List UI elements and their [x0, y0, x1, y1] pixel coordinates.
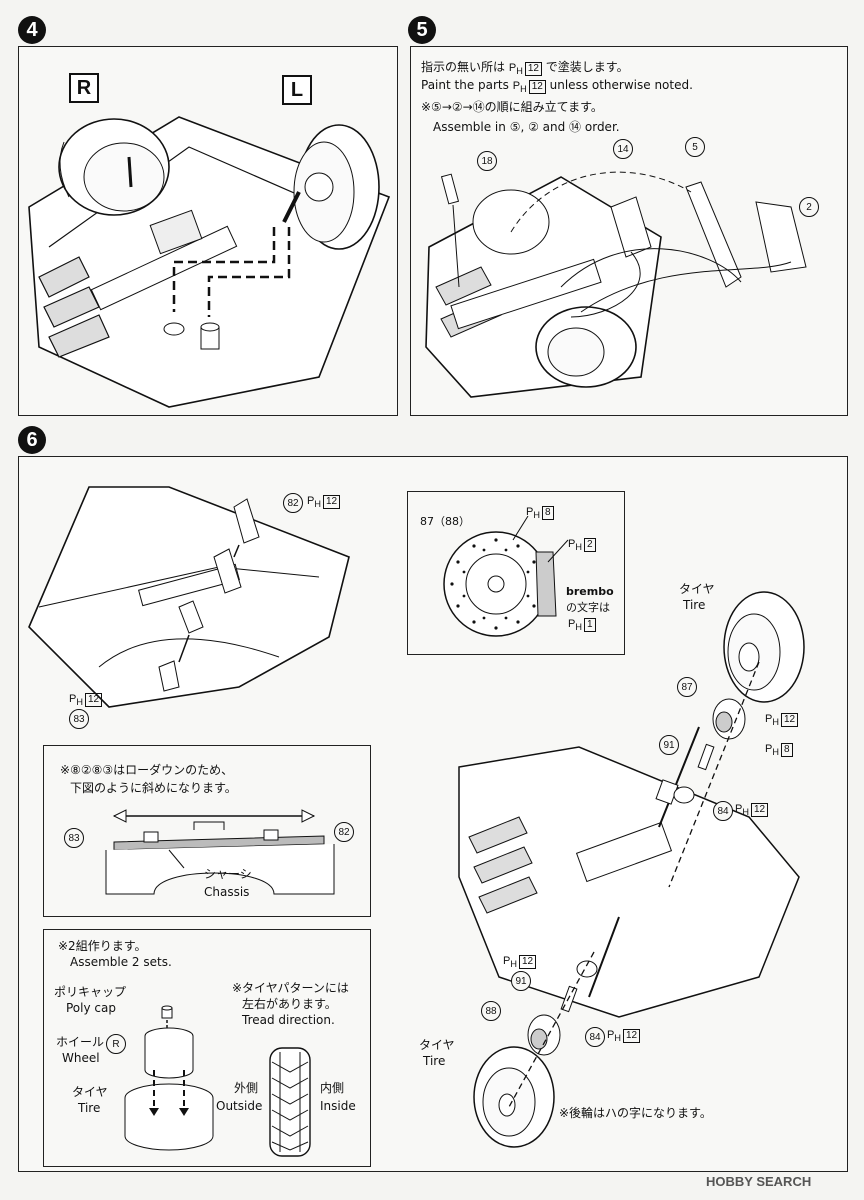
left-side-mark: L: [282, 75, 312, 105]
tire-jp-lower: タイヤ: [419, 1038, 455, 1052]
lowdown-part-83: 83: [64, 828, 84, 848]
tire-en-left: Tire: [78, 1101, 101, 1115]
wheel-en: Wheel: [62, 1051, 100, 1065]
assemble-sets-jp: ※2組作ります。: [58, 939, 147, 953]
order-note-jp: ※⑤→②→⑭の順に組み立てます。: [421, 100, 603, 114]
step-4-panel: R L: [18, 46, 398, 416]
tire-jp-upper: タイヤ: [679, 582, 715, 596]
step-6-number: 6: [18, 426, 46, 454]
wheel-r-mark: R: [106, 1034, 126, 1054]
part-83-callout: 83: [69, 709, 89, 729]
part-88-callout: 88: [481, 1001, 501, 1021]
part-18-callout: 18: [477, 151, 497, 171]
part-91-callout-lower: 91: [511, 971, 531, 991]
tire-en-upper: Tire: [683, 598, 706, 612]
tread-note-en: Tread direction.: [242, 1013, 335, 1027]
watermark: HOBBY SEARCH: [706, 1174, 812, 1189]
part-14-callout: 14: [613, 139, 633, 159]
polycap-en: Poly cap: [66, 1001, 116, 1015]
tire-jp-left: タイヤ: [72, 1085, 108, 1099]
part-87-callout: 87: [677, 677, 697, 697]
lowdown-note-line1: ※⑧②⑧③はローダウンのため、: [60, 763, 234, 777]
brake-disc-illustration: [443, 515, 569, 637]
rear-wheel-note: ※後輪はハの字になります。: [559, 1106, 712, 1120]
tread-note-jp2: 左右があります。: [242, 997, 337, 1011]
lowdown-note-box: ※⑧②⑧③はローダウンのため、 下図のように斜めになります。 83 82 シャー…: [43, 745, 371, 917]
front-axle-illustration: [28, 486, 350, 708]
part-84-callout-upper: 84: [713, 801, 733, 821]
brembo-word: brembo: [566, 585, 614, 598]
lowdown-part-82: 82: [334, 822, 354, 842]
step-4-illustration: [28, 116, 391, 408]
step-5-number: 5: [408, 16, 436, 44]
label-87-88: 87（88）: [420, 515, 470, 528]
lowdown-note-line2: 下図のように斜めになります。: [70, 781, 237, 795]
assemble-sets-en: Assemble 2 sets.: [70, 955, 172, 969]
wheel-assembly-illustration: [124, 1005, 311, 1157]
inside-jp: 内側: [320, 1081, 345, 1095]
inside-en: Inside: [320, 1099, 356, 1113]
brembo-jp-note: の文字は: [566, 601, 610, 614]
chassis-en: Chassis: [204, 885, 250, 899]
outside-jp: 外側: [234, 1081, 259, 1095]
wheel-assembly-box: ※2組作ります。 Assemble 2 sets. ポリキャップ Poly ca…: [43, 929, 371, 1167]
part-2-callout: 2: [799, 197, 819, 217]
part-84-callout-lower: 84: [585, 1027, 605, 1047]
part-91-callout-upper: 91: [659, 735, 679, 755]
lowdown-diagram: [105, 809, 335, 895]
polycap-jp: ポリキャップ: [54, 985, 127, 999]
tread-note-jp1: ※タイヤパターンには: [232, 981, 349, 995]
wheel-jp: ホイール: [56, 1035, 105, 1049]
step-4-number: 4: [18, 16, 46, 44]
chassis-jp: シャーシ: [204, 867, 252, 881]
part-5-callout: 5: [685, 137, 705, 157]
order-note-en: Assemble in ⑤, ② and ⑭ order.: [433, 120, 620, 134]
right-side-mark: R: [69, 73, 99, 103]
tire-en-lower: Tire: [423, 1054, 446, 1068]
step-5-illustration: [425, 171, 807, 398]
outside-en: Outside: [216, 1099, 263, 1113]
part-82-callout: 82: [283, 493, 303, 513]
